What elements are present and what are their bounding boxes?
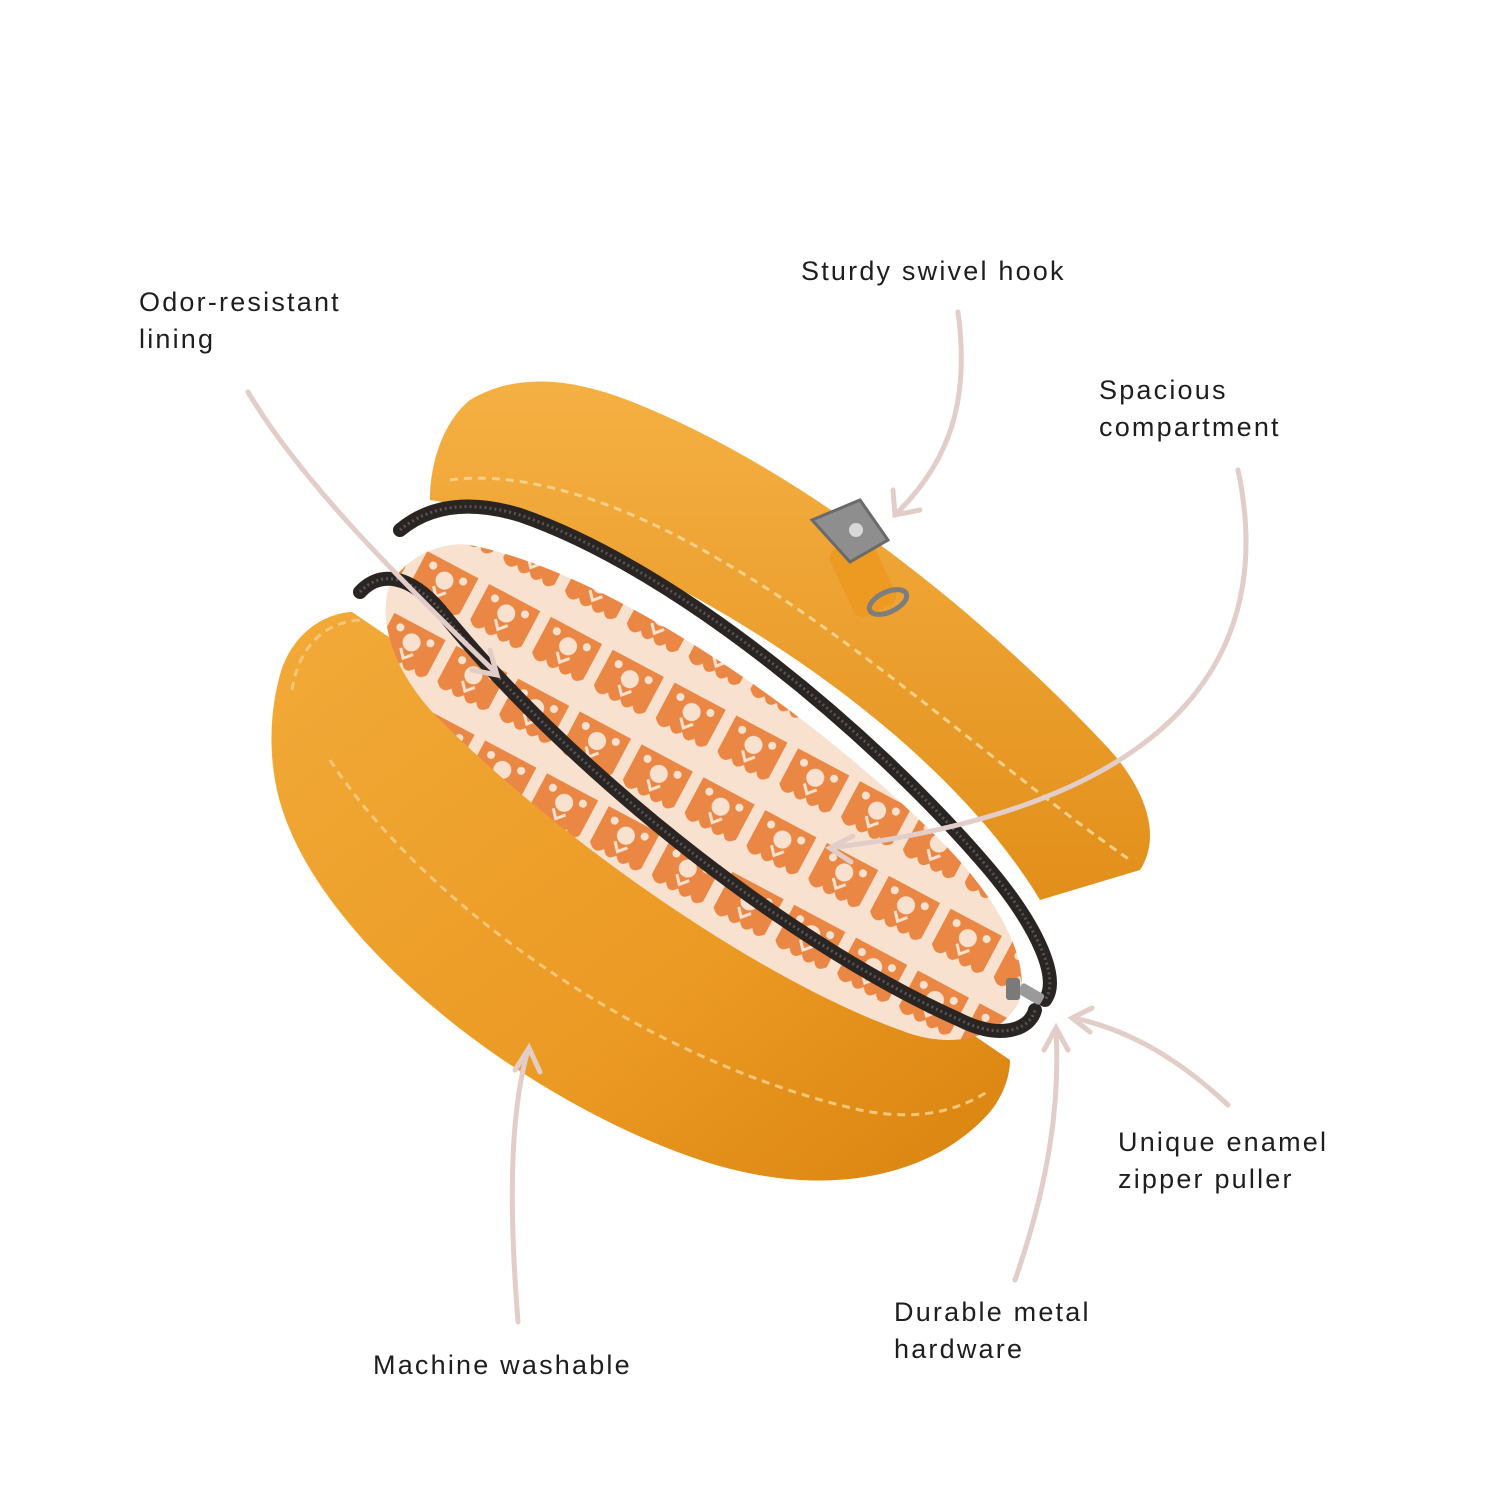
callout-metal-hardware-line1: Durable metal	[894, 1297, 1091, 1327]
callout-metal-hardware: Durable metal hardware	[894, 1294, 1091, 1368]
callout-zipper-puller: Unique enamel zipper puller	[1118, 1124, 1328, 1198]
pouch-bag	[271, 381, 1150, 1181]
arrow-swivel-hook	[890, 309, 964, 519]
callout-zipper-puller-line2: zipper puller	[1118, 1164, 1294, 1194]
zipper-upper	[393, 499, 1057, 1007]
callout-compartment-line1: Spacious	[1099, 375, 1228, 405]
callout-odor-lining: Odor-resistant lining	[139, 284, 341, 358]
arrow-metal-hardware	[1012, 1022, 1071, 1283]
callout-compartment-line2: compartment	[1099, 412, 1281, 442]
pouch-back-panel	[430, 381, 1150, 901]
arrow-zipper-puller	[1067, 1005, 1231, 1108]
callout-arrows	[245, 309, 1249, 1325]
arrow-washable	[509, 1042, 543, 1325]
callout-odor-lining-line2: lining	[139, 324, 216, 354]
callout-metal-hardware-line2: hardware	[894, 1334, 1025, 1364]
callout-zipper-puller-line1: Unique enamel	[1118, 1127, 1329, 1157]
callout-compartment: Spacious compartment	[1099, 372, 1281, 446]
callout-washable-line1: Machine washable	[373, 1350, 632, 1380]
patterned-lining	[385, 544, 1022, 1040]
zipper-puller-icon	[1006, 978, 1045, 1005]
callout-swivel-hook-line1: Sturdy swivel hook	[801, 256, 1066, 286]
callout-swivel-hook: Sturdy swivel hook	[801, 253, 1066, 290]
callout-washable: Machine washable	[373, 1347, 632, 1384]
arrow-compartment	[825, 467, 1249, 865]
arrow-odor-lining	[245, 389, 501, 679]
callout-odor-lining-line1: Odor-resistant	[139, 287, 341, 317]
pouch-front-panel	[271, 612, 1010, 1181]
swivel-hook-icon	[809, 498, 910, 617]
